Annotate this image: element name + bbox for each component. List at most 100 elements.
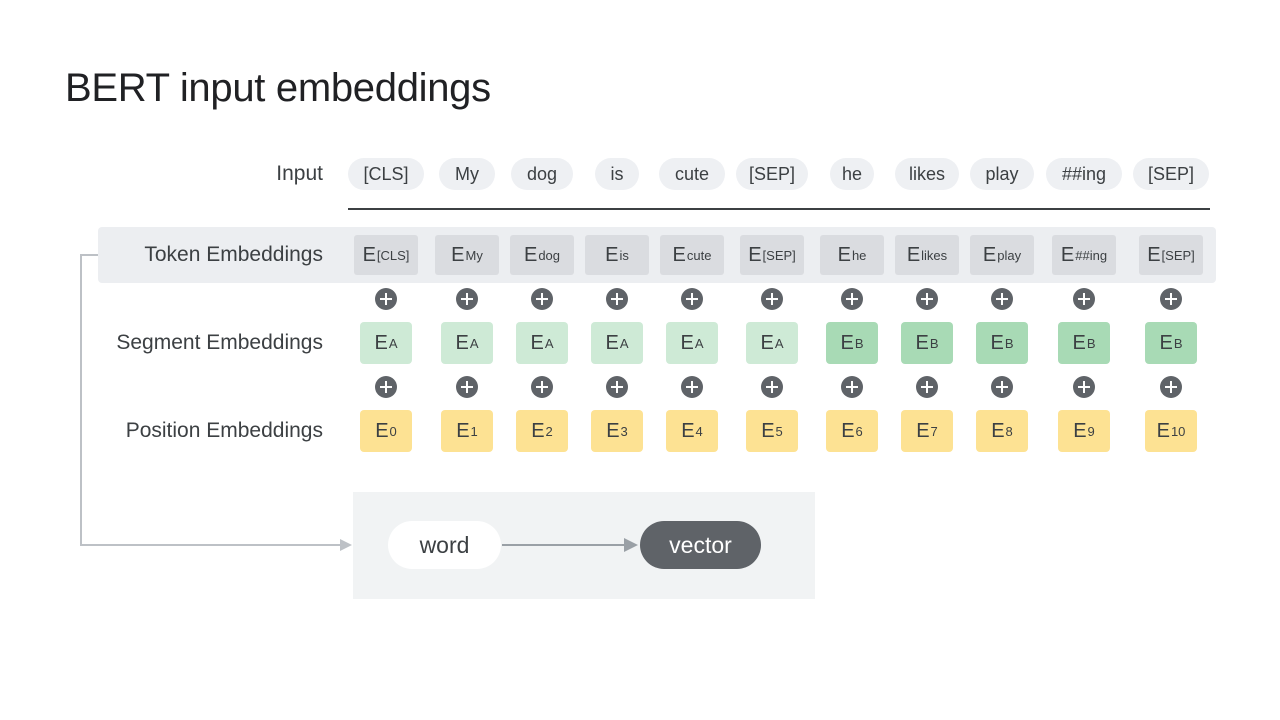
embedding-base: E [982,243,997,266]
embedding-subscript: A [469,335,479,351]
plus-circle-icon [1073,376,1095,398]
input-token-pill: he [830,158,874,190]
embedding-subscript: 4 [695,423,703,439]
input-token-pill: [CLS] [348,158,424,190]
word-pill: word [388,521,501,569]
input-token-pill: [SEP] [1133,158,1209,190]
embedding-subscript: [CLS] [376,247,410,263]
embedding-subscript: 2 [545,423,553,439]
segment-embeddings-label: Segment Embeddings [116,331,323,354]
plus-circle-icon [375,288,397,310]
embedding-subscript: ##ing [1075,247,1108,263]
embedding-subscript: B [929,335,939,351]
plus-circle-icon [841,376,863,398]
bracket-connector [80,255,82,546]
embedding-base: E [374,331,388,354]
embedding-base: E [606,419,620,442]
embedding-base: E [916,419,930,442]
plus-circle-icon [841,288,863,310]
input-divider [348,208,1210,210]
embedding-subscript: 8 [1005,423,1013,439]
embedding-base: E [456,419,470,442]
word-vector-arrow [502,544,626,546]
plus-circle-icon [681,288,703,310]
embedding-base: E [531,419,545,442]
embedding-base: E [991,419,1005,442]
plus-circle-icon [606,376,628,398]
embedding-base: E [748,243,762,266]
plus-circle-icon [916,376,938,398]
embedding-base: E [841,419,855,442]
embedding-base: E [906,243,921,266]
embedding-subscript: 5 [775,423,783,439]
embedding-base: E [680,331,694,354]
page-title: BERT input embeddings [65,66,491,110]
embedding-base: E [837,243,851,266]
embedding-base: E [523,243,538,266]
embedding-subscript: he [851,247,867,263]
input-token-pill: [SEP] [736,158,808,190]
embedding-base: E [760,331,774,354]
input-token-pill: likes [895,158,959,190]
embedding-subscript: 6 [855,423,863,439]
embedding-subscript: B [854,335,864,351]
plus-circle-icon [761,288,783,310]
plus-circle-icon [761,376,783,398]
plus-circle-icon [1073,288,1095,310]
embedding-subscript: My [465,247,483,263]
embedding-base: E [455,331,469,354]
embedding-base: E [915,331,929,354]
embedding-subscript: play [997,247,1022,263]
embedding-base: E [362,243,376,266]
token-embedding-box: E[CLS] [354,235,418,275]
plus-circle-icon [456,376,478,398]
embedding-base: E [990,331,1004,354]
embedding-base: E [451,243,465,266]
embedding-subscript: A [619,335,629,351]
embedding-subscript: 10 [1170,423,1186,439]
plus-circle-icon [375,376,397,398]
embedding-base: E [375,419,389,442]
embedding-subscript: [SEP] [762,247,796,263]
embedding-base: E [1072,331,1086,354]
embedding-subscript: 7 [930,423,938,439]
embedding-subscript: A [774,335,784,351]
embedding-subscript: 9 [1087,423,1095,439]
token-embedding-box: E[SEP] [1139,235,1203,275]
embedding-base: E [1159,331,1173,354]
plus-circle-icon [456,288,478,310]
token-embeddings-label: Token Embeddings [144,243,323,266]
embedding-subscript: B [1004,335,1014,351]
embedding-subscript: B [1086,335,1096,351]
plus-circle-icon [916,288,938,310]
embedding-subscript: 1 [470,423,478,439]
plus-circle-icon [531,376,553,398]
plus-circle-icon [606,288,628,310]
token-embedding-box: E##ing [1052,235,1116,275]
arrow-right-icon [340,539,352,551]
embedding-subscript: [SEP] [1161,247,1195,263]
input-token-pill: is [595,158,639,190]
plus-circle-icon [681,376,703,398]
embedding-subscript: A [544,335,554,351]
vector-pill: vector [640,521,761,569]
embedding-subscript: likes [921,247,948,263]
embedding-base: E [681,419,695,442]
input-token-pill: play [970,158,1034,190]
arrow-right-icon [624,538,638,552]
plus-circle-icon [1160,288,1182,310]
